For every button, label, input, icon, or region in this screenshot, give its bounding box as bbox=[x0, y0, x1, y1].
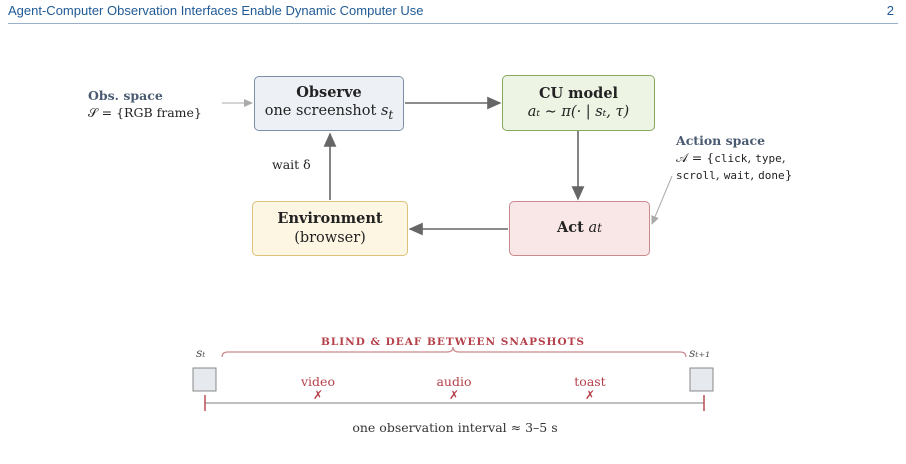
act-sub: t bbox=[597, 220, 602, 235]
act-title: Act bbox=[557, 219, 584, 237]
wait-delta-label: wait δ bbox=[272, 157, 311, 172]
action-space-prefix: 𝒜 = { bbox=[676, 149, 715, 165]
snapshot-end-square bbox=[689, 367, 714, 392]
environment-subtitle: (browser) bbox=[294, 229, 366, 246]
event-toast-mark: ✗ bbox=[584, 388, 596, 402]
action-scroll: scroll bbox=[676, 168, 716, 182]
event-toast-label: toast bbox=[574, 374, 606, 389]
obs-space-title: Obs. space bbox=[88, 88, 163, 103]
observe-subtitle-line: one screenshot st bbox=[265, 102, 394, 123]
event-audio-mark: ✗ bbox=[448, 388, 460, 402]
obs-space-annotation: Obs. space 𝒮 = {RGB frame} bbox=[88, 88, 202, 122]
observe-sub: t bbox=[388, 107, 394, 122]
observe-title: Observe bbox=[296, 83, 362, 101]
timeline-start-label: sₜ bbox=[196, 345, 206, 360]
timeline-end-label: sₜ₊₁ bbox=[689, 345, 711, 360]
action-click: click bbox=[714, 151, 748, 165]
blind-interval-brace bbox=[221, 346, 687, 358]
event-video-mark: ✗ bbox=[312, 388, 324, 402]
event-audio: audio ✗ bbox=[419, 374, 489, 402]
event-toast: toast ✗ bbox=[555, 374, 625, 402]
observe-node: Observe one screenshot st bbox=[254, 76, 404, 131]
action-space-annotation: Action space 𝒜 = {click, type, scroll, w… bbox=[676, 133, 793, 184]
cu-model-node: CU model aₜ ∼ π(· | sₜ, τ) bbox=[502, 75, 655, 131]
event-video-label: video bbox=[301, 374, 335, 389]
act-var: a bbox=[588, 220, 598, 237]
action-space-line-2: scroll, wait, done} bbox=[676, 166, 793, 182]
action-space-title: Action space bbox=[676, 133, 766, 148]
running-header: Agent-Computer Observation Interfaces En… bbox=[8, 0, 898, 22]
paper-title: Agent-Computer Observation Interfaces En… bbox=[8, 3, 424, 18]
observe-var: s bbox=[380, 103, 389, 120]
page-number: 2 bbox=[886, 3, 894, 18]
environment-node: Environment (browser) bbox=[252, 201, 408, 256]
obs-space-formula: 𝒮 = {RGB frame} bbox=[88, 104, 202, 120]
observe-subtitle: one screenshot bbox=[264, 103, 377, 120]
cu-model-title: CU model bbox=[538, 84, 619, 102]
action-type: type bbox=[755, 151, 782, 165]
snapshot-start-square bbox=[192, 367, 217, 392]
arrow-action-space-pointer bbox=[651, 175, 673, 225]
header-rule bbox=[8, 23, 898, 24]
action-space-suffix: } bbox=[784, 166, 793, 182]
event-video: video ✗ bbox=[283, 374, 353, 402]
environment-title: Environment bbox=[277, 210, 383, 228]
action-done: done bbox=[758, 168, 785, 182]
action-wait: wait bbox=[723, 168, 751, 182]
event-audio-label: audio bbox=[436, 374, 472, 389]
blind-deaf-banner: BLIND & DEAF BETWEEN SNAPSHOTS bbox=[320, 336, 586, 348]
cu-model-formula: aₜ ∼ π(· | sₜ, τ) bbox=[527, 104, 630, 120]
interval-label: one observation interval ≈ 3–5 s bbox=[352, 420, 558, 435]
action-space-line-1: 𝒜 = {click, type, bbox=[676, 149, 786, 165]
